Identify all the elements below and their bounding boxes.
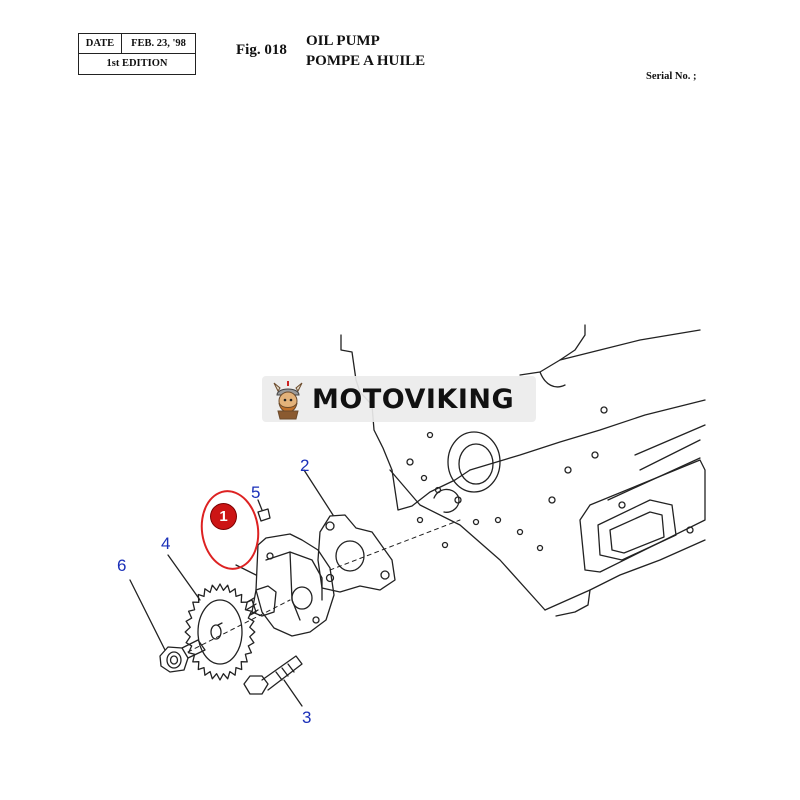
serial-number-label: Serial No. ; (646, 71, 697, 82)
watermark-banner: MOTOVIKING (262, 376, 536, 422)
hex-nut (129, 579, 206, 673)
engine-block (340, 324, 706, 617)
callout-4: 4 (161, 534, 171, 553)
mounting-bolt (243, 655, 303, 707)
watermark-text: MOTOVIKING (312, 383, 515, 415)
page-title: OIL PUMP (306, 33, 380, 49)
page-title-french: POMPE A HUILE (306, 53, 426, 69)
gasket (303, 469, 396, 593)
date-row: DATE FEB. 23, '98 (79, 34, 195, 54)
callout-3: 3 (302, 708, 312, 727)
dowel-pin (257, 499, 271, 522)
date-value: FEB. 23, '98 (131, 38, 186, 49)
oil-pump-body (235, 533, 335, 637)
callout-2: 2 (300, 456, 310, 475)
callout-6: 6 (117, 556, 127, 575)
callout-5: 5 (251, 483, 261, 502)
part-marker-1: 1 (211, 504, 236, 529)
drive-gear (184, 583, 256, 681)
alignment-line (329, 519, 461, 571)
edition-label: 1st EDITION (106, 58, 168, 69)
gear-leader-line (167, 554, 201, 601)
date-label: DATE (79, 34, 122, 53)
viking-logo-icon (273, 381, 303, 420)
alignment-line (187, 599, 291, 653)
date-box: DATE FEB. 23, '98 1st EDITION (78, 33, 196, 75)
figure-number: Fig. 018 (236, 42, 287, 58)
